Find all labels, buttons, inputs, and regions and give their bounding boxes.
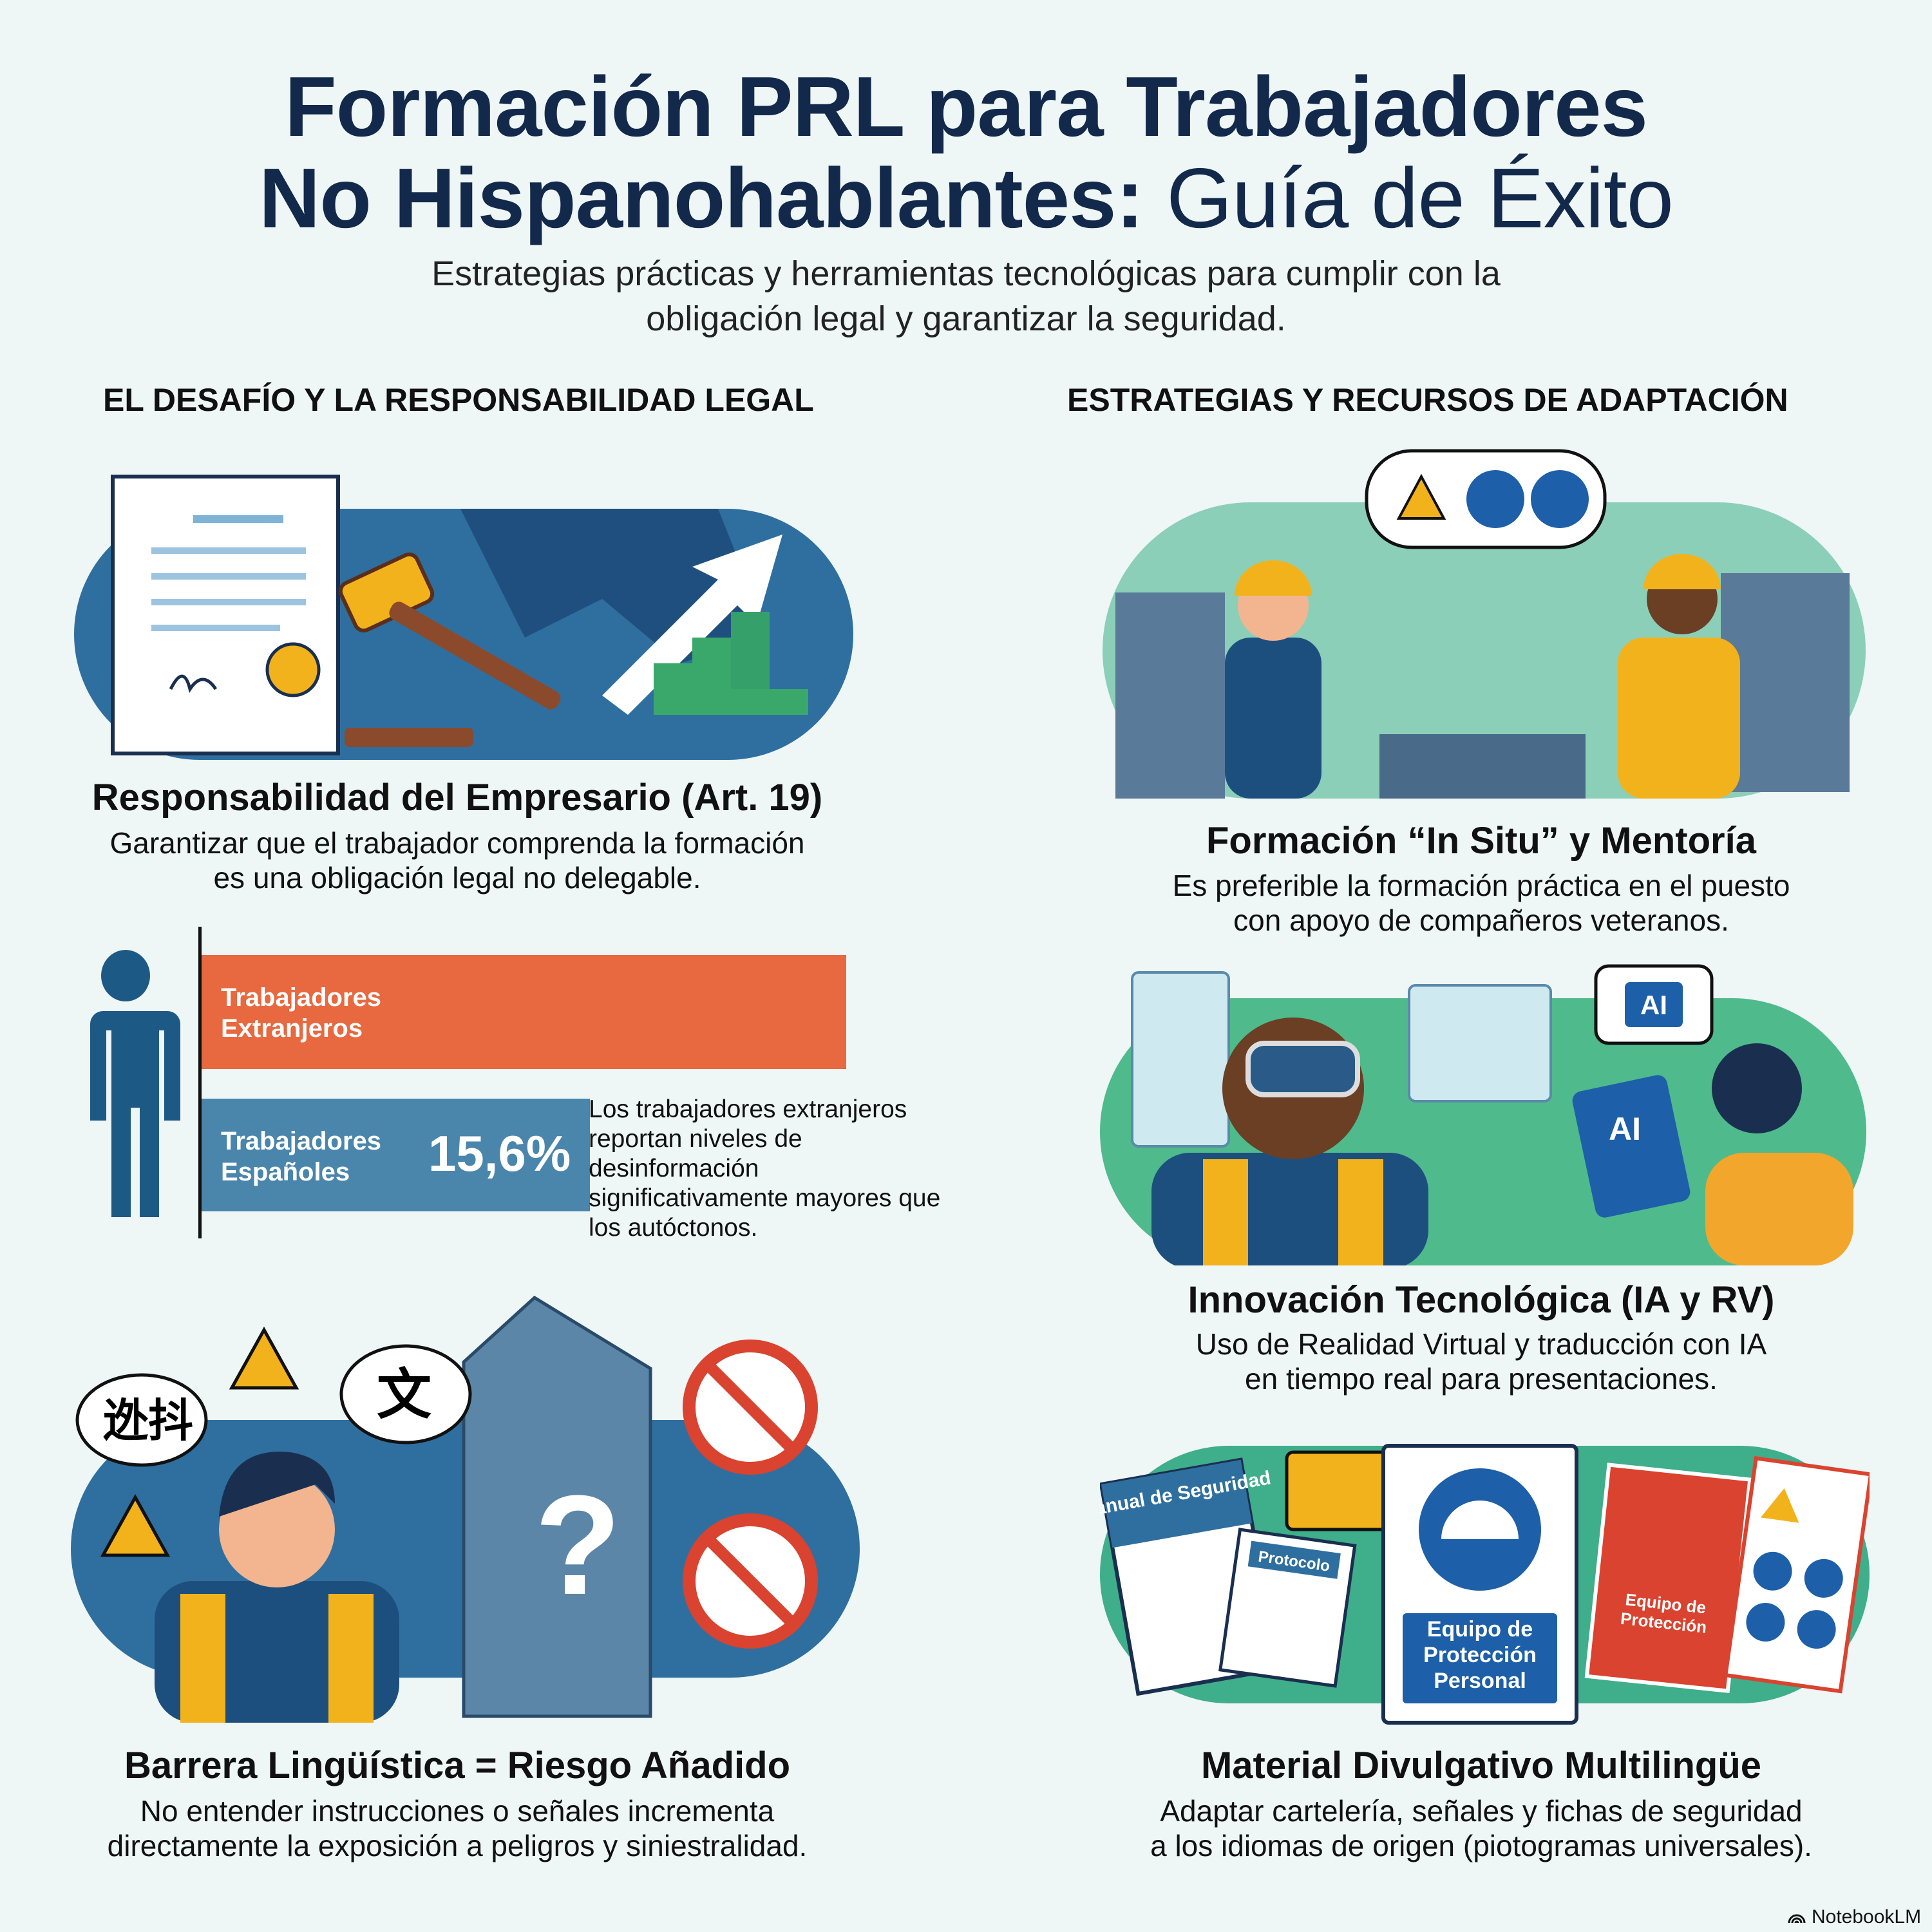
page-title: Formación PRL para Trabajadores No Hispa… <box>0 61 1932 244</box>
speech-bubble-wen: 文 <box>339 1344 472 1444</box>
notebooklm-logo-icon <box>1788 1914 1806 1924</box>
svg-text:?: ? <box>535 1466 621 1624</box>
bubble-text: 文 <box>377 1363 431 1427</box>
title-light: Guía de Éxito <box>1166 151 1674 245</box>
fire-extinguisher-sign: Equipo de Protección <box>1584 1463 1752 1694</box>
chart-axis <box>198 927 202 1238</box>
brick-wall-icon: ? <box>462 1295 652 1718</box>
bar-label-espanoles: Trabajadores Españoles <box>221 1127 382 1186</box>
speech-bubble-safety <box>1365 449 1607 549</box>
subtitle: Estrategias prácticas y herramientas tec… <box>0 251 1932 341</box>
desc-line: Es preferible la formación práctica en e… <box>1172 869 1790 902</box>
arrow-up-icon <box>602 535 782 715</box>
card-material-desc: Adaptar cartelería, señales y fichas de … <box>1030 1794 1932 1863</box>
brand-text: NotebookLM <box>1812 1906 1922 1927</box>
card-employer-heading: Responsabilidad del Empresario (Art. 19) <box>91 777 823 819</box>
card-tech-heading: Innovación Tecnológica (IA y RV) <box>1188 1279 1775 1321</box>
no-hand-sign-icon <box>683 1340 818 1475</box>
worker-vr <box>1151 1018 1428 1265</box>
ai-speech-bubble: AI <box>1594 964 1714 1045</box>
card-insitu-desc: Es preferible la formación práctica en e… <box>1030 868 1932 938</box>
right-section-header: ESTRATEGIAS Y RECURSOS DE ADAPTACIÓN <box>1067 382 1788 418</box>
seal-icon <box>265 642 321 697</box>
chart-note: Los trabajadores extranjeros reportan ni… <box>589 1095 941 1242</box>
hologram-panel <box>1131 971 1230 1148</box>
worker-female-tablet <box>1705 1043 1853 1265</box>
card-language-heading: Barrera Lingüística = Riesgo Añadido <box>124 1745 791 1786</box>
card-language-desc: No entender instrucciones o señales incr… <box>0 1794 914 1863</box>
worker-male <box>1618 554 1740 799</box>
document-icon <box>111 475 340 755</box>
worker-female <box>1225 560 1321 799</box>
technology-illustration: AI AI <box>1100 964 1866 1265</box>
tablet-ai-icon: AI <box>1572 1075 1690 1218</box>
subtitle-line-2: obligación legal y garantizar la segurid… <box>646 299 1286 338</box>
person-icon <box>84 950 180 1217</box>
no-touch-sign-icon <box>683 1513 818 1649</box>
bubble-text: 迯抖 <box>103 1394 193 1447</box>
tablet-ai-text: AI <box>1609 1111 1641 1147</box>
notebooklm-brand: NotebookLM <box>1787 1906 1921 1928</box>
desc-line: con apoyo de compañeros veteranos. <box>1233 904 1729 937</box>
bar-extranjeros: Trabajadores Extranjeros <box>202 955 847 1069</box>
title-line-1: Formación PRL para Trabajadores <box>285 59 1648 154</box>
gavel-icon <box>338 552 561 747</box>
hologram-panel <box>1408 984 1552 1103</box>
bar-espanoles: Trabajadores Españoles 15,6% <box>202 1099 591 1211</box>
speech-bubble-chinese: 迯抖 <box>75 1373 208 1467</box>
helmet-icon <box>1441 1501 1519 1539</box>
desc-line: Uso de Realidad Virtual y traducción con… <box>1195 1327 1767 1361</box>
mentoring-illustration <box>1103 449 1866 799</box>
worker-confused <box>155 1452 399 1723</box>
warning-sign-icon <box>1285 1450 1392 1531</box>
desc-line: directamente la exposición a peligros y … <box>107 1829 808 1862</box>
card-tech-desc: Uso de Realidad Virtual y traducción con… <box>1030 1327 1932 1396</box>
warning-icon <box>100 1326 299 1557</box>
language-barrier-illustration: ? 迯抖 文 <box>71 1295 860 1723</box>
legal-responsibility-illustration <box>74 475 853 760</box>
bar-label-extranjeros: Trabajadores Extranjeros <box>221 983 382 1043</box>
desc-line: No entender instrucciones o señales incr… <box>140 1794 775 1828</box>
ppe-sign-label: Equipo de Protección Personal <box>1423 1617 1537 1693</box>
card-employer-desc: Garantizar que el trabajador comprenda l… <box>0 826 914 895</box>
gloves-sign-icon <box>1531 470 1589 528</box>
desc-line: es una obligación legal no delegable. <box>213 861 701 895</box>
ai-badge: AI <box>1640 990 1667 1020</box>
helmet-sign-icon <box>1466 470 1524 528</box>
stairs-icon <box>654 612 808 715</box>
left-section-header: EL DESAFÍO Y LA RESPONSABILIDAD LEGAL <box>103 382 814 418</box>
warning-icon <box>1396 473 1446 520</box>
ppe-sign: Equipo de Protección Personal <box>1381 1444 1578 1725</box>
desc-line: Adaptar cartelería, señales y fichas de … <box>1160 1794 1803 1828</box>
title-bold: No Hispanohablantes: <box>259 151 1144 245</box>
desc-line: en tiempo real para presentaciones. <box>1245 1362 1718 1396</box>
bar-value-espanoles: 15,6% <box>428 1125 571 1182</box>
protocol-doc: Protocolo <box>1218 1528 1357 1688</box>
desc-line: a los idiomas de origen (piotogramas uni… <box>1150 1829 1812 1862</box>
title-line-2: No Hispanohablantes: Guía de Éxito <box>0 153 1932 244</box>
desc-line: Garantizar que el trabajador comprenda l… <box>109 826 805 860</box>
subtitle-line-1: Estrategias prácticas y herramientas tec… <box>431 254 1501 293</box>
card-insitu-heading: Formación “In Situ” y Mentoría <box>1206 820 1756 862</box>
card-material-heading: Material Divulgativo Multilingüe <box>1200 1745 1762 1786</box>
multilingual-material-illustration: Manual de Seguridad Protocolo Equipo de … <box>1100 1444 1870 1725</box>
pictogram-card <box>1723 1456 1870 1694</box>
vr-headset-icon <box>1245 1041 1360 1097</box>
